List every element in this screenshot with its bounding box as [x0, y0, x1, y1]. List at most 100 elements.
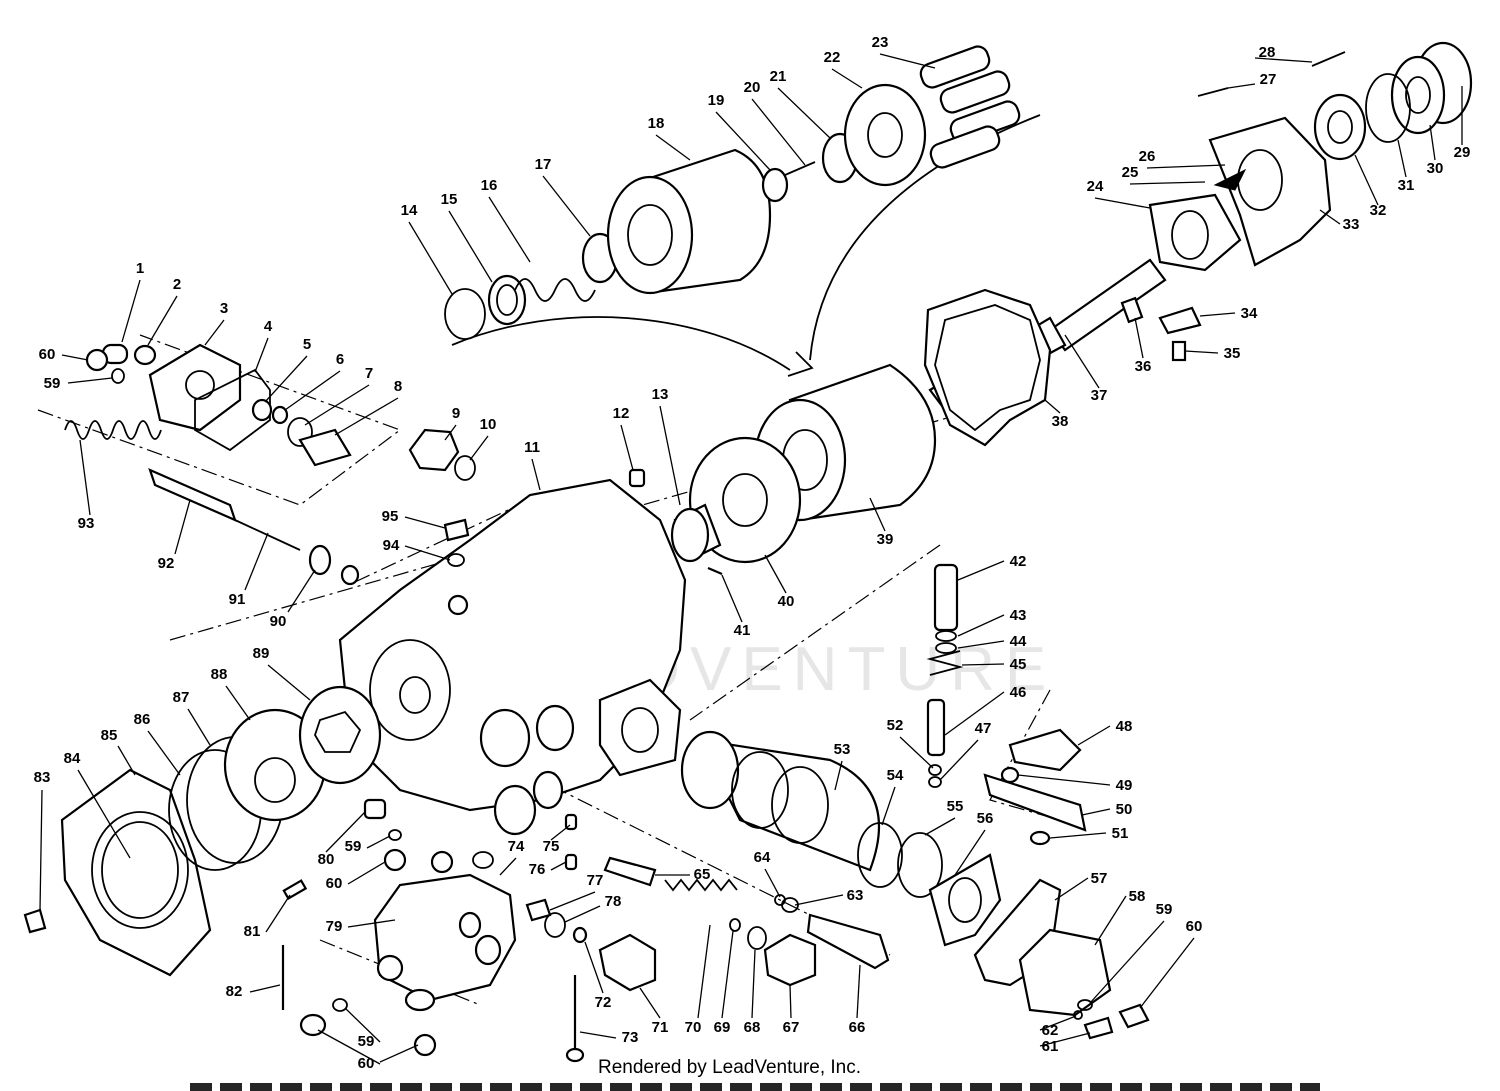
callout-44: 44 — [1010, 633, 1027, 650]
ring-64 — [774, 894, 786, 906]
bolt-83 — [23, 908, 47, 934]
callout-24: 24 — [1087, 178, 1104, 195]
callout-30: 30 — [1427, 160, 1444, 177]
o-ring-59-right — [1077, 999, 1093, 1011]
callout-73: 73 — [622, 1029, 639, 1046]
callout-89: 89 — [253, 645, 270, 662]
spring-16 — [514, 278, 596, 302]
washer-72 — [572, 926, 588, 944]
gasket-38 — [923, 288, 1052, 447]
center-section — [628, 363, 937, 576]
valve-block-79 — [373, 873, 517, 1002]
callout-64: 64 — [754, 849, 771, 866]
callout-53: 53 — [834, 741, 851, 758]
o-ring-59-mid — [388, 829, 402, 841]
callout-31: 31 — [1398, 177, 1415, 194]
callout-45: 45 — [1010, 656, 1027, 673]
callout-28: 28 — [1259, 44, 1276, 61]
render-credit: Rendered by LeadVenture, Inc. — [598, 1057, 862, 1078]
seal-5 — [251, 398, 273, 422]
screw-61 — [1083, 1016, 1114, 1040]
plug-9 — [408, 428, 460, 472]
lever-48 — [1008, 728, 1082, 772]
plug-9-group — [408, 428, 476, 481]
callout-38: 38 — [1052, 413, 1069, 430]
callout-10: 10 — [480, 416, 497, 433]
spring-70 — [664, 878, 738, 892]
o-ring-7 — [287, 417, 313, 447]
callout-50: 50 — [1116, 801, 1133, 818]
callout-57: 57 — [1091, 870, 1108, 887]
callout-48: 48 — [1116, 718, 1133, 735]
main-housing-11 — [338, 478, 687, 836]
washer-69 — [729, 918, 741, 932]
plug-71 — [598, 933, 657, 992]
callout-61: 61 — [1042, 1038, 1059, 1055]
plunger-42 — [933, 563, 959, 632]
pistons-23 — [919, 45, 1021, 169]
callout-69: 69 — [714, 1019, 731, 1036]
callout-60: 60 — [358, 1055, 375, 1072]
ring-55 — [897, 832, 943, 898]
callout-25: 25 — [1122, 164, 1139, 181]
valve-plate-40 — [688, 436, 802, 564]
callout-77: 77 — [587, 872, 604, 889]
valve-8 — [298, 428, 352, 467]
seal-54 — [857, 822, 903, 888]
washer-6 — [271, 405, 289, 425]
plug-60-top — [85, 348, 109, 372]
nut-49 — [1000, 766, 1020, 784]
callout-68: 68 — [744, 1019, 761, 1036]
callout-59: 59 — [1156, 901, 1173, 918]
callout-87: 87 — [173, 689, 190, 706]
callout-72: 72 — [595, 994, 612, 1011]
callout-81: 81 — [244, 923, 261, 940]
callout-26: 26 — [1139, 148, 1156, 165]
spool-65 — [603, 856, 657, 887]
callout-15: 15 — [441, 191, 458, 208]
block-34 — [1158, 306, 1202, 335]
callout-52: 52 — [887, 717, 904, 734]
rod-92 — [148, 468, 237, 522]
pin-81 — [282, 879, 308, 900]
callout-93: 93 — [78, 515, 95, 532]
right-end-plate — [973, 878, 1150, 1040]
washer-62 — [1073, 1010, 1083, 1020]
o-ring-59-low — [332, 998, 348, 1012]
callout-70: 70 — [685, 1019, 702, 1036]
cropped-title-bar — [190, 1083, 1320, 1091]
callout-58: 58 — [1129, 888, 1146, 905]
callout-71: 71 — [652, 1019, 669, 1036]
sleeve-group — [680, 730, 1002, 947]
spring-93 — [64, 420, 162, 440]
callout-86: 86 — [134, 711, 151, 728]
key-25 — [1213, 168, 1247, 191]
end-cover-85 — [60, 768, 212, 977]
spool-90 — [308, 544, 332, 576]
cover-33 — [1208, 116, 1332, 267]
shaft-37 — [1048, 258, 1167, 352]
callout-35: 35 — [1224, 345, 1241, 362]
callout-62: 62 — [1042, 1022, 1059, 1039]
callout-49: 49 — [1116, 777, 1133, 794]
pin-46 — [926, 698, 946, 757]
callout-27: 27 — [1260, 71, 1277, 88]
ring-47 — [928, 776, 942, 788]
gear-89 — [298, 685, 382, 785]
callout-3: 3 — [220, 300, 228, 317]
callout-92: 92 — [158, 555, 175, 572]
callout-65: 65 — [694, 866, 711, 883]
callout-42: 42 — [1010, 553, 1027, 570]
plug-67 — [763, 933, 817, 987]
ring-44 — [935, 642, 957, 654]
callout-14: 14 — [401, 202, 418, 219]
screw-27 — [1197, 87, 1229, 97]
callout-88: 88 — [211, 666, 228, 683]
callout-60: 60 — [39, 346, 56, 363]
callout-12: 12 — [613, 405, 630, 422]
leader-lines — [39, 53, 1463, 1065]
callout-79: 79 — [326, 918, 343, 935]
washer-51 — [1029, 830, 1051, 846]
callout-51: 51 — [1112, 825, 1129, 842]
callout-39: 39 — [877, 531, 894, 548]
